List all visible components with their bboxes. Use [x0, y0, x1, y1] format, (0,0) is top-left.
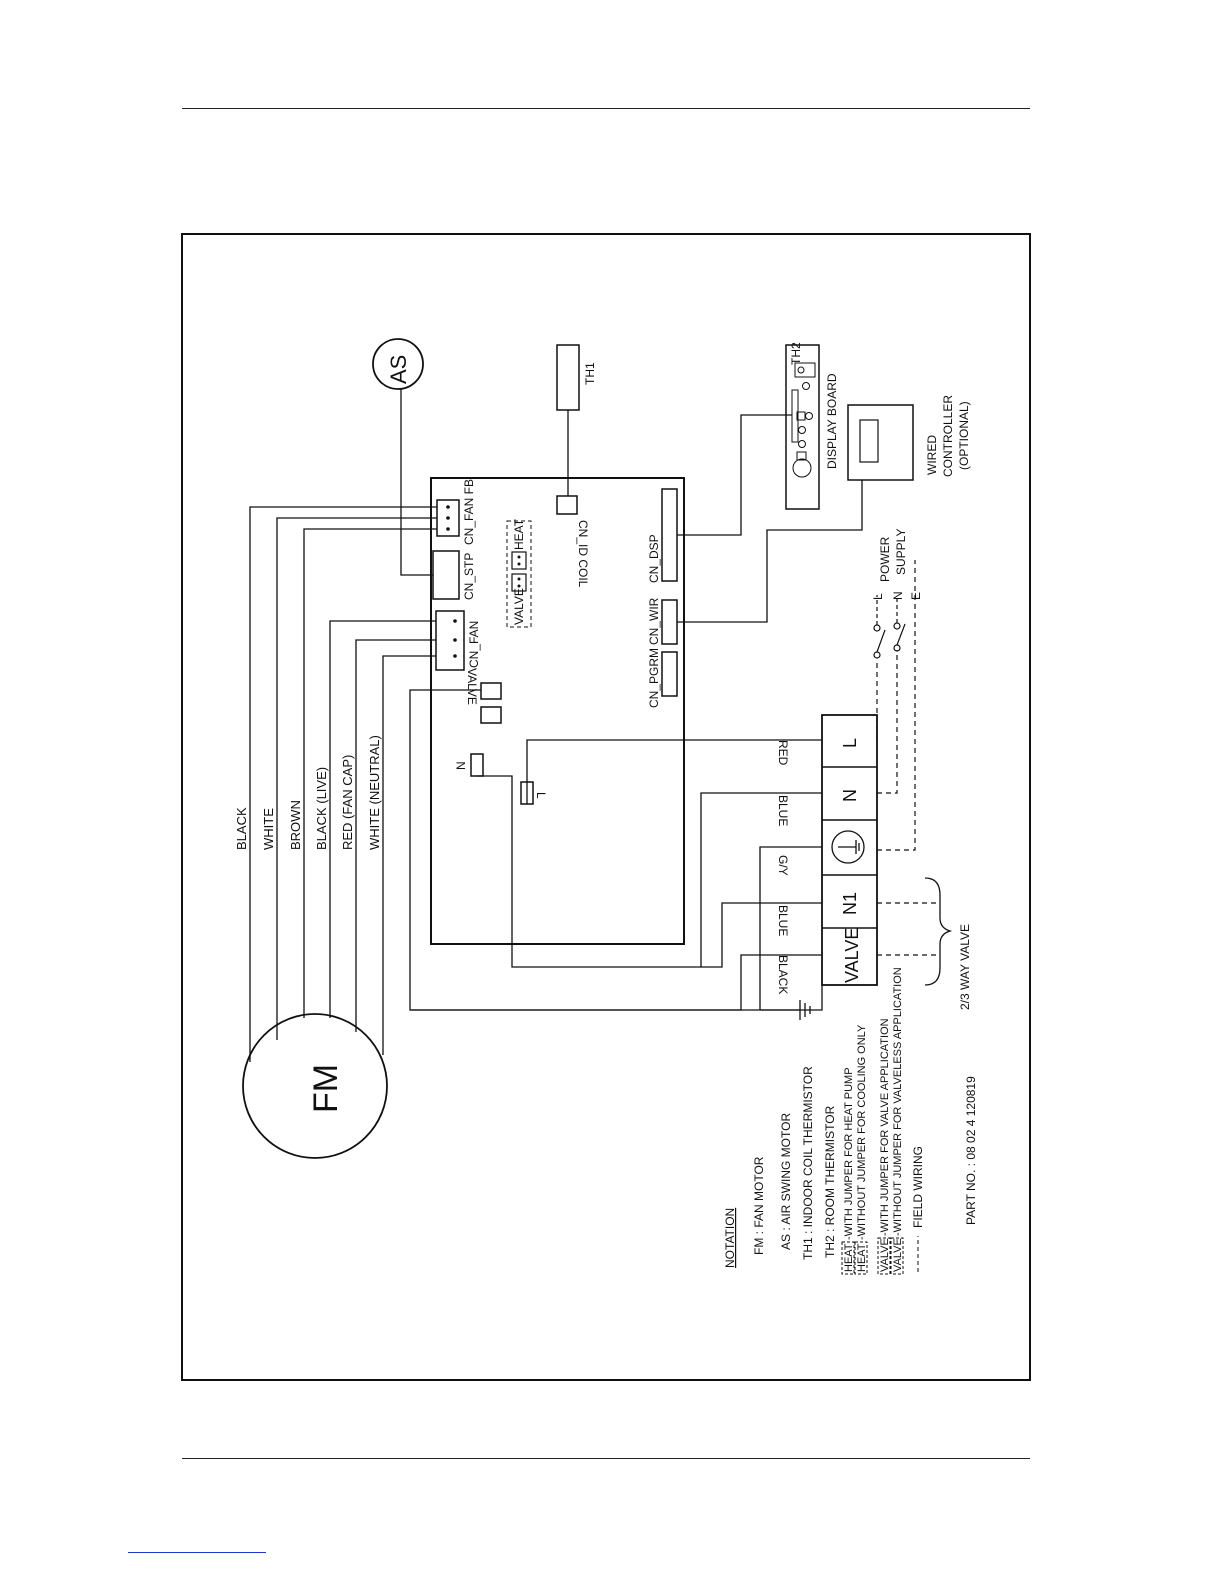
label-cn-fan: CN_FAN: [467, 621, 481, 668]
footer-link-underline[interactable]: [128, 1552, 266, 1553]
label-valve-relay: VALVE: [465, 668, 479, 705]
valve-relay-1: [480, 682, 502, 700]
terminal-valve: VALVE: [842, 928, 862, 983]
label-board-n: N: [454, 761, 468, 770]
wire-label-brown: BROWN: [288, 800, 303, 850]
air-swing-motor: [372, 338, 424, 390]
notation-valve-with: -WITH JUMPER FOR VALVE APPLICATION: [879, 1018, 891, 1236]
wire-labels: BLACK WHITE BROWN BLACK (LIVE) RED (FAN …: [234, 735, 382, 850]
part-number: PART NO. : 08 02 4 120819: [964, 1076, 978, 1225]
label-cn-id-coil: CN_ID COIL: [576, 520, 590, 588]
label-cn-pgrm: CN_PGRM: [647, 648, 661, 708]
label-power-supply-2: SUPPLY: [894, 529, 908, 575]
label-th1: TH1: [583, 362, 597, 385]
control-board: [430, 477, 685, 945]
cn-wir-connector: [661, 599, 678, 645]
label-power-supply-1: POWER: [878, 536, 892, 582]
wire-label-red: RED: [776, 740, 790, 766]
wire-label-white-neutral: WHITE (NEUTRAL): [367, 735, 382, 850]
cn-pgrm-connector: [661, 651, 678, 697]
label-wired-controller-1: WIRED: [925, 435, 939, 475]
notation-valve-word-2: VALVE: [892, 1238, 904, 1272]
wire-label-black-valve: BLACK: [776, 955, 790, 994]
label-as: AS: [386, 355, 411, 384]
footer-rule: [182, 1458, 1030, 1459]
notation-fm: FM : FAN MOTOR: [752, 1156, 766, 1255]
label-wired-controller-3: (OPTIONAL): [957, 401, 971, 470]
notation-heat-word-1: HEAT: [843, 1243, 855, 1272]
diagram-frame: [181, 233, 1031, 1381]
power-switch-icon: [873, 595, 906, 659]
label-jumper-heat: HEAT: [512, 518, 526, 550]
cn-fan-connector: [435, 610, 465, 671]
valve-relay-2: [480, 706, 502, 724]
header-rule: [182, 108, 1030, 109]
wire-label-blue-n: BLUE: [776, 795, 790, 826]
label-jumper-valve: VALVE: [512, 588, 526, 625]
label-th2: TH2: [789, 342, 803, 365]
ground-terminal-icon: [831, 830, 865, 864]
cn-fan-fb-connector: [436, 499, 460, 537]
label-cn-stp: CN_STP: [462, 553, 476, 600]
wires: [249, 389, 863, 1062]
label-power-l: L: [871, 593, 885, 600]
label-cn-wir: CN_WIR: [647, 597, 661, 645]
notation-as: AS : AIR SWING MOTOR: [779, 1113, 793, 1250]
label-cn-fan-fb: CN_FAN FB: [462, 479, 476, 545]
wire-label-black-live: BLACK (LIVE): [314, 767, 329, 850]
notation-title: NOTATION: [723, 1208, 737, 1268]
cn-stp-connector: [432, 550, 460, 600]
cn-id-coil-connector: [556, 495, 578, 515]
cn-dsp-connector: [661, 488, 678, 582]
board-labels: CN_FAN FB CN_STP CN_FAN VALVE VALVE HEAT…: [454, 479, 661, 799]
wire-label-blue-n1: BLUE: [776, 905, 790, 936]
label-fm: FM: [307, 1064, 345, 1113]
notation-heat-word-2: HEAT: [856, 1243, 868, 1272]
th1-sensor: [556, 344, 580, 411]
notation-heat-without: -WITHOUT JUMPER FOR COOLING ONLY: [856, 1024, 868, 1240]
field-wiring: [876, 560, 940, 956]
fan-motor: [242, 1013, 388, 1159]
terminal-wire-labels: RED BLUE G/Y BLUE BLACK: [776, 740, 790, 994]
label-valve: 2/3 WAY VALVE: [958, 924, 972, 1010]
terminal-labels: L N N1 VALVE: [840, 738, 862, 983]
wire-label-red-fan-cap: RED (FAN CAP): [340, 755, 355, 850]
label-power-n: N: [891, 591, 905, 600]
terminal-n1: N1: [840, 892, 860, 915]
notation-heat-with: -WITH JUMPER FOR HEAT PUMP: [843, 1067, 855, 1240]
wire-label-black: BLACK: [234, 807, 249, 850]
label-display-board: DISPLAY BOARD: [825, 373, 839, 469]
terminal-n: N: [840, 789, 860, 802]
notation: NOTATION FM : FAN MOTOR AS : AIR SWING M…: [723, 967, 925, 1275]
notation-valve-word-1: VALVE: [879, 1238, 891, 1272]
label-board-l: L: [534, 792, 548, 799]
label-wired-controller-2: CONTROLLER: [941, 395, 955, 477]
board-n-tab: [470, 753, 484, 777]
wired-controller: [847, 404, 914, 481]
notation-valve-without: -WITHOUT JUMPER FOR VALVELESS APPLICATIO…: [892, 967, 904, 1236]
wire-label-white: WHITE: [261, 808, 276, 850]
terminal-l: L: [840, 738, 860, 748]
wire-label-gy: G/Y: [776, 855, 790, 876]
notation-th1: TH1 : INDOOR COIL THERMISTOR: [801, 1066, 815, 1260]
notation-th2: TH2 : ROOM THERMISTOR: [823, 1105, 837, 1258]
jumper-block: [506, 520, 532, 628]
label-power-e: E: [909, 592, 923, 600]
display-board: [785, 344, 820, 510]
label-cn-dsp: CN_DSP: [647, 534, 661, 583]
valve-brace: [924, 877, 953, 986]
notation-field-wiring: FIELD WIRING: [911, 1146, 925, 1228]
